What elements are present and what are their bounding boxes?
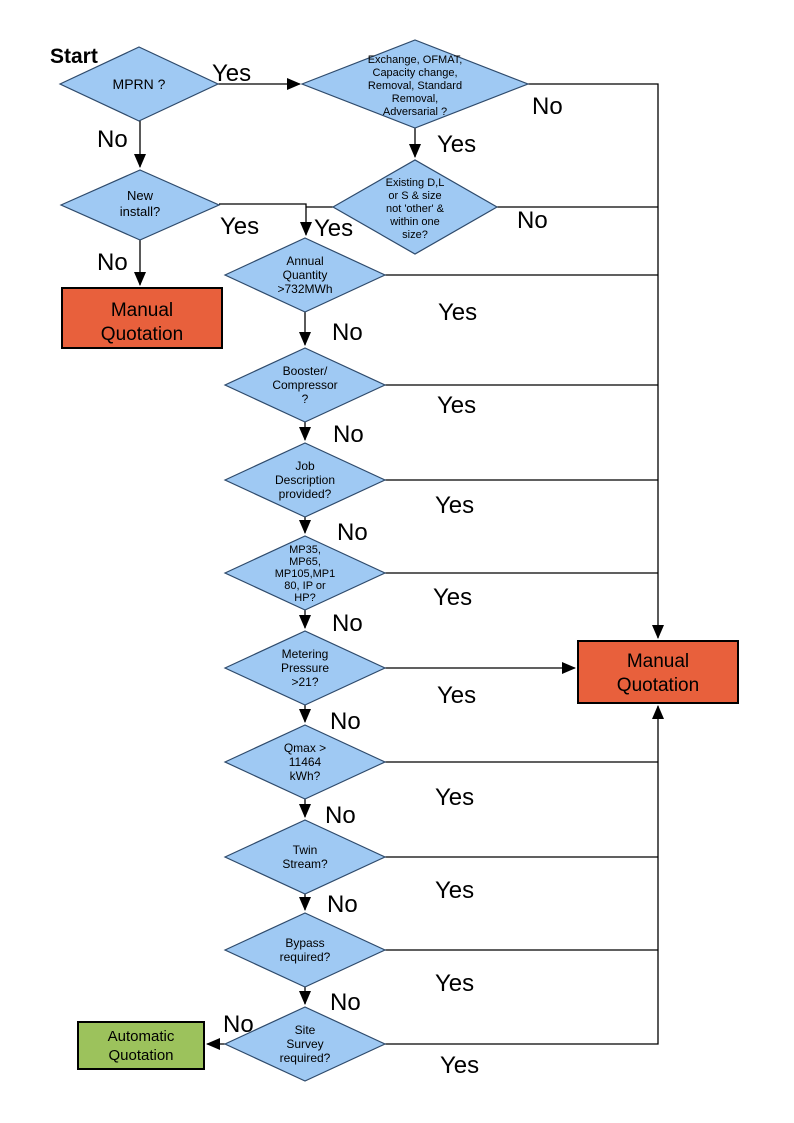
edge-label-twin-yes: Yes — [435, 877, 474, 904]
edge-label-job-yes: Yes — [435, 492, 474, 519]
decision-site-shape — [223, 1006, 387, 1082]
decision-existing-label: or S & size — [388, 190, 441, 202]
decision-annual-shape — [223, 237, 387, 313]
decision-existing-label: Existing D,L — [386, 177, 445, 189]
terminal-manual-right-label: Manual — [627, 651, 689, 672]
edge-label-site-no: No — [223, 1011, 254, 1038]
edge-label-annual-yes: Yes — [438, 299, 477, 326]
edge-label-exchange-yes: Yes — [437, 131, 476, 158]
decision-site-label: Site — [295, 1023, 316, 1037]
decision-meter-type-label: MP105,MP1 — [275, 568, 336, 580]
edge-label-new-install-yes: Yes — [220, 213, 259, 240]
edge-label-booster-no: No — [333, 421, 364, 448]
edge-label-metering-yes: Yes — [437, 682, 476, 709]
start-label: Start — [50, 45, 98, 68]
edge-label-qmax-yes: Yes — [435, 784, 474, 811]
decision-twin-shape — [223, 819, 387, 895]
decision-job-shape — [223, 442, 387, 518]
decision-metering-shape — [223, 630, 387, 706]
decision-metering-label: Pressure — [281, 661, 329, 675]
terminal-manual-right-label: Quotation — [617, 675, 699, 696]
decision-mprn-shape — [58, 46, 220, 122]
terminal-manual-left-label: Manual — [111, 300, 173, 321]
decision-twin-label: Twin — [293, 843, 318, 857]
terminal-automatic-label: Quotation — [108, 1047, 173, 1064]
decision-existing-shape — [331, 159, 499, 255]
edge-label-new-install-no: No — [97, 249, 128, 276]
decision-meter-type-label: MP35, — [289, 544, 321, 556]
edge-label-mprn-yes: Yes — [212, 60, 251, 87]
decision-annual-label: >732MWh — [277, 282, 332, 296]
decision-booster-label: Compressor — [272, 378, 337, 392]
decision-existing-label: not 'other' & — [386, 203, 445, 215]
edge-label-site-yes: Yes — [440, 1052, 479, 1079]
decision-metering-label: >21? — [291, 675, 318, 689]
decision-job-label: Job — [295, 459, 315, 473]
edge-label-annual-no: No — [332, 319, 363, 346]
edge-new-install-yes — [219, 203, 312, 236]
edge-label-job-no: No — [337, 519, 368, 546]
decision-job-label: provided? — [279, 487, 332, 501]
edge-label-metering-no: No — [330, 708, 361, 735]
decision-meter-type-label: HP? — [294, 592, 315, 604]
edge-label-bypass-yes: Yes — [435, 970, 474, 997]
decision-exchange-label: Capacity change, — [373, 67, 458, 79]
edge-label-twin-no: No — [327, 891, 358, 918]
decision-exchange-label: Removal, Standard — [368, 80, 462, 92]
decision-exchange-shape — [300, 39, 530, 129]
decision-exchange-label: Removal, — [392, 93, 438, 105]
decision-bypass-label: Bypass — [285, 936, 324, 950]
labels: Start Yes No No Yes Yes Yes No No Yes No… — [50, 45, 563, 1079]
decision-meter-type-shape — [223, 535, 387, 611]
decision-site-label: required? — [280, 1051, 331, 1065]
decision-bypass-label: required? — [280, 950, 331, 964]
decision-new-install-shape — [59, 169, 221, 241]
terminal-manual-left-label: Quotation — [101, 324, 183, 345]
decision-booster-shape — [223, 347, 387, 423]
edge-label-bypass-no: No — [330, 989, 361, 1016]
edge-label-existing-yes: Yes — [314, 215, 353, 242]
edge-label-qmax-no: No — [325, 802, 356, 829]
decision-mprn-label: MPRN ? — [113, 76, 166, 92]
decision-nodes: MPRN ? Exchange, OFMAT, Capacity change,… — [58, 39, 530, 1082]
decision-existing-label: size? — [402, 229, 428, 241]
decision-qmax-shape — [223, 724, 387, 800]
terminal-nodes: Manual Quotation Manual Quotation Automa… — [61, 287, 739, 1070]
edge-label-exchange-no: No — [532, 93, 563, 120]
terminal-manual-quotation-right — [577, 640, 739, 704]
decision-twin-label: Stream? — [282, 857, 328, 871]
edge-label-booster-yes: Yes — [437, 392, 476, 419]
decision-annual-label: Annual — [286, 254, 323, 268]
terminal-automatic-label: Automatic — [108, 1028, 175, 1045]
decision-exchange-label: Exchange, OFMAT, — [368, 54, 463, 66]
terminal-automatic-quotation — [77, 1021, 205, 1070]
decision-exchange-label: Adversarial ? — [383, 106, 447, 118]
edge-label-mprn-no: No — [97, 126, 128, 153]
decision-new-install-label: New — [127, 188, 154, 203]
edges — [134, 78, 664, 1050]
decision-qmax-label: Qmax > — [284, 741, 326, 755]
edge-exchange-no — [528, 83, 664, 639]
decision-site-label: Survey — [286, 1037, 323, 1051]
edge-label-meter-type-yes: Yes — [433, 584, 472, 611]
decision-qmax-label: kWh? — [290, 769, 321, 783]
edge-label-existing-no: No — [517, 207, 548, 234]
decision-metering-label: Metering — [282, 647, 329, 661]
decision-meter-type-label: MP65, — [289, 556, 321, 568]
decision-qmax-label: 11464 — [289, 755, 322, 769]
edge-site-yes — [385, 705, 664, 1045]
decision-new-install-label: install? — [120, 204, 160, 219]
decision-meter-type-label: 80, IP or — [284, 580, 326, 592]
decision-booster-label: Booster/ — [283, 364, 328, 378]
edge-label-meter-type-no: No — [332, 610, 363, 637]
terminal-manual-quotation-left — [61, 287, 223, 349]
decision-existing-label: within one — [389, 216, 440, 228]
decision-bypass-shape — [223, 912, 387, 988]
decision-annual-label: Quantity — [283, 268, 328, 282]
decision-job-label: Description — [275, 473, 335, 487]
decision-booster-label: ? — [302, 392, 309, 406]
